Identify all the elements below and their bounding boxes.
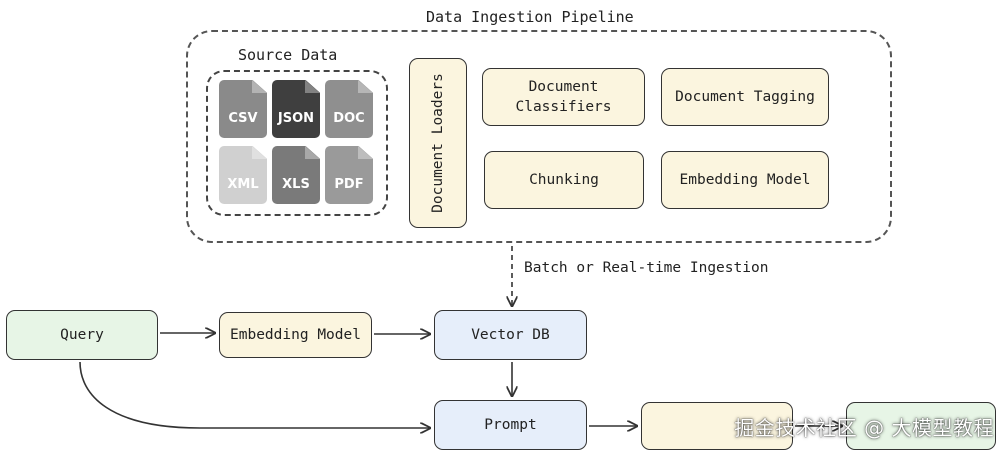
document-loaders-box: Document Loaders <box>409 58 467 228</box>
query-box: Query <box>6 310 158 360</box>
file-label: XLS <box>282 177 310 192</box>
source-data-title: Source Data <box>238 46 338 64</box>
watermark: 掘金技术社区 @ 大模型教程 <box>734 416 994 440</box>
pdf-file-icon: PDF <box>325 146 373 204</box>
prompt-box: Prompt <box>434 400 587 450</box>
file-label: XML <box>227 177 259 192</box>
chunking-box: Chunking <box>484 151 644 209</box>
doc-file-icon: DOC <box>325 80 373 138</box>
llm-box <box>641 402 793 450</box>
xls-file-icon: XLS <box>272 146 320 204</box>
ingestion-label: Batch or Real-time Ingestion <box>524 260 769 276</box>
file-label: PDF <box>334 177 364 192</box>
csv-file-icon: CSV <box>219 80 267 138</box>
response-box <box>846 402 996 450</box>
document-tagging-box: Document Tagging <box>661 68 829 126</box>
query-to-prompt-arrow <box>79 361 430 428</box>
file-label: CSV <box>228 111 258 126</box>
pipeline-title: Data Ingestion Pipeline <box>426 8 634 26</box>
document-classifiers-box: Document Classifiers <box>482 68 645 126</box>
pipeline-embedding-model-box: Embedding Model <box>661 151 829 209</box>
source-data-group <box>206 70 388 216</box>
json-file-icon: JSON <box>272 80 320 138</box>
xml-file-icon: XML <box>219 146 267 204</box>
document-loaders-label: Document Loaders <box>430 73 446 213</box>
file-label: DOC <box>333 111 365 126</box>
flow-embedding-model-box: Embedding Model <box>219 312 372 358</box>
vector-db-box: Vector DB <box>434 310 587 360</box>
pipeline-container <box>186 30 892 243</box>
file-label: JSON <box>277 111 315 126</box>
